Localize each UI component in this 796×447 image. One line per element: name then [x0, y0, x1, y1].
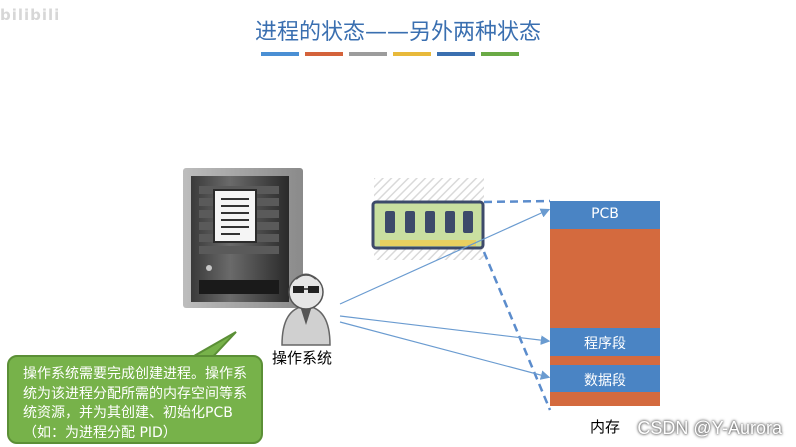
zoom-line-bottom: [482, 251, 552, 411]
arrow-to-data: [339, 321, 551, 380]
title-color-bars: [261, 52, 519, 56]
callout-box: 操作系统需要完成创建进程。操作系统为该进程分配所需的内存空间等系统资源，并为其创…: [7, 355, 263, 444]
server-tower-icon: [183, 168, 303, 308]
pcb-label: PCB: [591, 206, 619, 222]
color-bar: [481, 52, 519, 56]
person-icon: [281, 273, 331, 346]
memory-block: [550, 201, 660, 406]
arrow-to-pcb: [339, 208, 551, 305]
zoom-line-top: [483, 199, 551, 204]
program-segment-label: 程序段: [584, 336, 626, 352]
color-bar: [437, 52, 475, 56]
color-bar: [393, 52, 431, 56]
data-segment-label: 数据段: [584, 373, 626, 389]
csdn-watermark: CSDN @Y-Aurora: [637, 418, 782, 438]
memory-label: 内存: [590, 418, 621, 436]
os-label: 操作系统: [272, 349, 333, 367]
arrow-to-program: [339, 315, 551, 345]
callout-text: 操作系统需要完成创建进程。操作系统为该进程分配所需的内存空间等系统资源，并为其创…: [23, 366, 247, 441]
color-bar: [305, 52, 343, 56]
ram-module-icon: [371, 178, 485, 260]
bilibili-watermark: bilibili: [0, 6, 61, 24]
color-bar: [261, 52, 299, 56]
slide-title: 进程的状态——另外两种状态: [254, 20, 541, 45]
color-bar: [349, 52, 387, 56]
